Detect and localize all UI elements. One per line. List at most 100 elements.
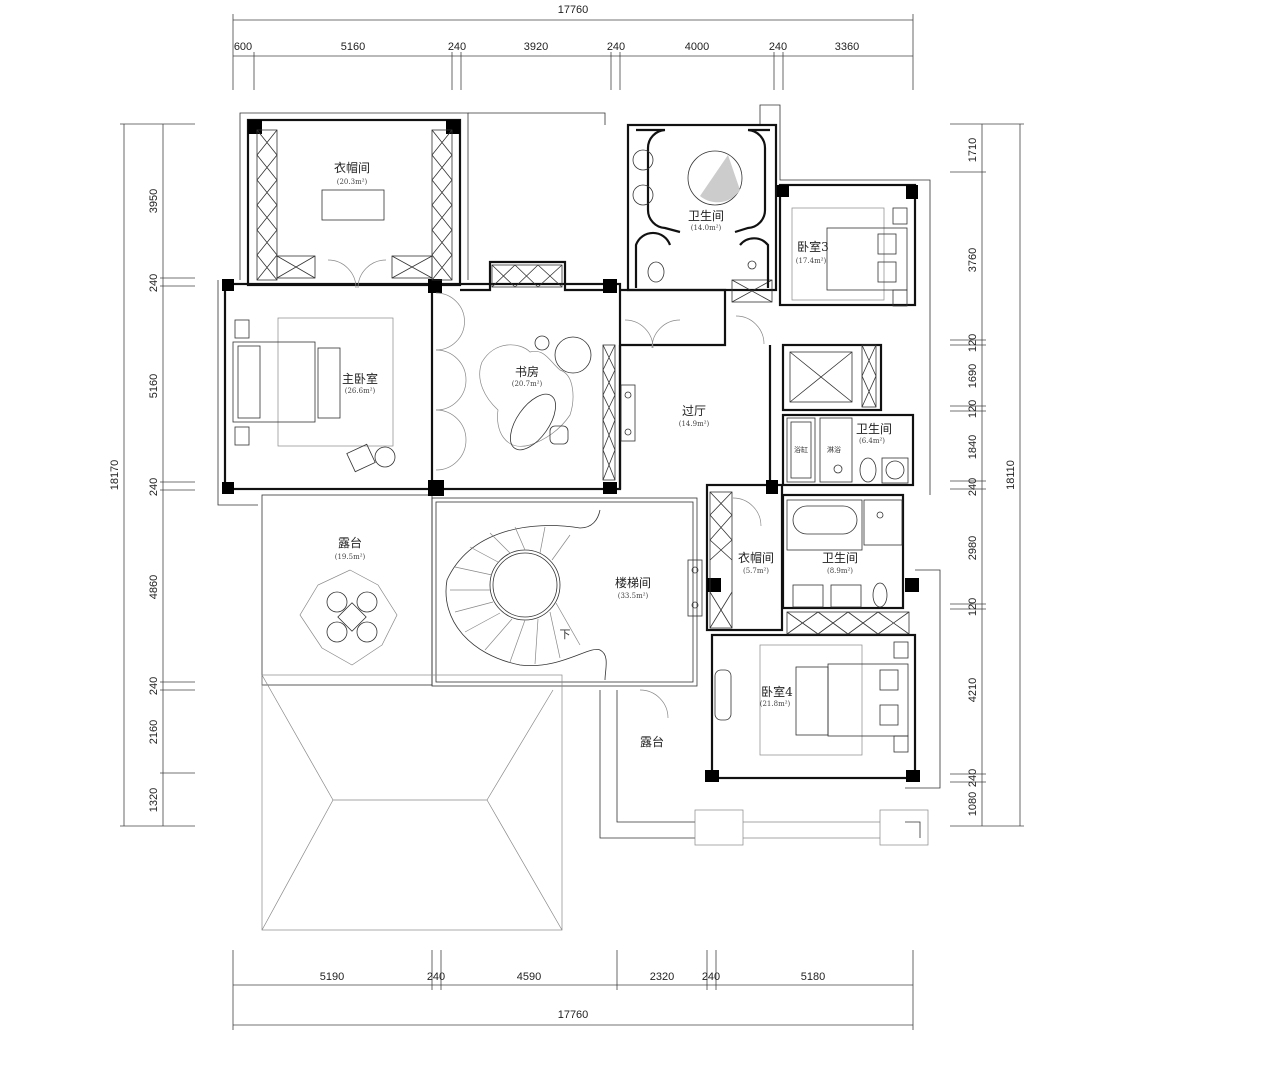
outer-outline (217, 104, 941, 839)
shower-label: 淋浴 (827, 445, 841, 454)
dim-left-5: 240 (148, 677, 160, 695)
dim-right-8: 120 (967, 598, 979, 616)
room-name: 卫生间 (856, 422, 892, 436)
dim-left-4: 4860 (148, 575, 160, 599)
room-area: (33.5m²) (618, 592, 649, 600)
doors (327, 259, 765, 719)
room-master-bedroom: 主卧室 (26.6m²) (342, 371, 378, 395)
room-name: 卫生间 (822, 551, 858, 565)
dim-bottom-4: 240 (702, 971, 720, 983)
room-area: (5.7m²) (743, 567, 769, 575)
room-name: 楼梯间 (615, 575, 651, 590)
spiral-stair-icon: 下 (445, 509, 607, 681)
room-area: (26.6m²) (345, 387, 376, 395)
dim-right-10: 240 (967, 769, 979, 787)
room-area: (6.4m²) (859, 437, 885, 445)
room-area: (14.9m²) (679, 420, 710, 428)
dimension-bottom: 5190 240 4590 2320 240 5180 17760 (232, 950, 914, 1030)
stair-down-label: 下 (560, 628, 571, 641)
room-study: 书房 (20.7m²) (512, 364, 543, 388)
room-labels: 衣帽间 (20.3m²) 卫生间 (14.0m²) 卧室3 (17.4m²) 主… (334, 160, 892, 749)
room-bedroom-4: 卧室4 (21.8m²) (760, 684, 793, 708)
walls (223, 118, 917, 780)
room-hall: 过厅 (14.9m²) (679, 404, 710, 428)
dim-right-7: 2980 (967, 536, 979, 560)
room-area: (17.4m²) (796, 257, 827, 265)
planters (694, 809, 929, 846)
room-name: 过厅 (682, 404, 706, 418)
dim-right-9: 4210 (967, 678, 979, 702)
master-bed-icon (232, 317, 396, 473)
room-bedroom-3: 卧室3 (17.4m²) (796, 239, 829, 265)
dim-top-total: 17760 (558, 4, 589, 16)
room-area: (20.7m²) (512, 380, 543, 388)
columns (222, 120, 920, 782)
dim-right-11: 1080 (967, 792, 979, 816)
dim-bottom-0: 5190 (320, 971, 344, 983)
dim-top-4: 240 (607, 41, 625, 53)
wardrobes (256, 129, 910, 635)
dim-top-1: 5160 (341, 41, 365, 53)
bathroom-3-fixtures (786, 499, 903, 608)
dim-bottom-1: 240 (427, 971, 445, 983)
room-name: 主卧室 (342, 371, 378, 386)
dim-right-4: 120 (967, 400, 979, 418)
terrace-table-icon (299, 569, 398, 666)
switch-panels (687, 559, 703, 617)
dim-top-5: 4000 (685, 41, 709, 53)
dim-right-6: 240 (967, 478, 979, 496)
room-terrace-2: 露台 (640, 734, 664, 749)
dim-left-1: 240 (148, 274, 160, 292)
dimension-left: 18170 3950 240 5160 240 4860 240 2160 13… (109, 123, 195, 827)
dim-top-6: 240 (769, 41, 787, 53)
dim-top-2: 240 (448, 41, 466, 53)
room-area: (14.0m²) (691, 224, 722, 232)
dim-right-3: 1690 (967, 364, 979, 388)
dim-left-7: 1320 (148, 788, 160, 812)
dim-right-1: 3760 (967, 248, 979, 272)
room-terrace-1: 露台 (19.5m²) (335, 535, 366, 561)
room-name: 衣帽间 (334, 160, 370, 175)
dim-bottom-5: 5180 (801, 971, 825, 983)
dim-right-0: 1710 (967, 138, 979, 162)
dim-bottom-3: 2320 (650, 971, 674, 983)
dim-bottom-total: 17760 (558, 1009, 589, 1021)
room-area: (19.5m²) (335, 553, 366, 561)
dim-right-total: 18110 (1005, 460, 1017, 490)
room-bathroom-1: 卫生间 (14.0m²) (688, 209, 724, 232)
roof-outline (261, 674, 563, 931)
dimension-right: 1710 3760 120 1690 120 1840 240 2980 120… (950, 123, 1024, 827)
room-name: 露台 (338, 535, 362, 550)
dim-top-7: 3360 (835, 41, 859, 53)
room-area: (20.3m²) (337, 178, 368, 186)
bathroom-2-fixtures: 浴缸 淋浴 (786, 417, 909, 484)
bedroom-4-bed-icon (714, 641, 909, 756)
study-desk-icon (479, 335, 636, 451)
room-bathroom-2: 卫生间 (6.4m²) (856, 422, 892, 445)
room-name: 卧室4 (761, 684, 793, 699)
dim-left-3: 240 (148, 478, 160, 496)
room-stairwell: 楼梯间 (33.5m²) (615, 575, 651, 600)
room-name: 露台 (640, 734, 664, 749)
room-area: (21.8m²) (760, 700, 791, 708)
bedroom-3-bed-icon (791, 207, 908, 307)
room-bathroom-3: 卫生间 (8.9m²) (822, 551, 858, 575)
dim-top-0: 600 (234, 41, 252, 53)
dim-bottom-2: 4590 (517, 971, 541, 983)
dim-left-2: 5160 (148, 374, 160, 398)
dim-top-3: 3920 (524, 41, 548, 53)
room-area: (8.9m²) (827, 567, 853, 575)
dim-left-6: 2160 (148, 720, 160, 744)
dim-left-0: 3950 (148, 189, 160, 213)
bathtub-label: 浴缸 (794, 445, 808, 454)
room-name: 卧室3 (797, 239, 829, 254)
room-name: 衣帽间 (738, 550, 774, 565)
dim-left-total: 18170 (109, 460, 121, 491)
dimension-top: 17760 600 5160 240 3920 240 4000 240 336… (232, 4, 914, 90)
dim-right-2: 120 (967, 334, 979, 352)
room-name: 卫生间 (688, 209, 724, 223)
dim-right-5: 1840 (967, 435, 979, 459)
room-cloakroom-1: 衣帽间 (20.3m²) (334, 160, 370, 186)
room-cloakroom-2: 衣帽间 (5.7m²) (738, 550, 774, 575)
